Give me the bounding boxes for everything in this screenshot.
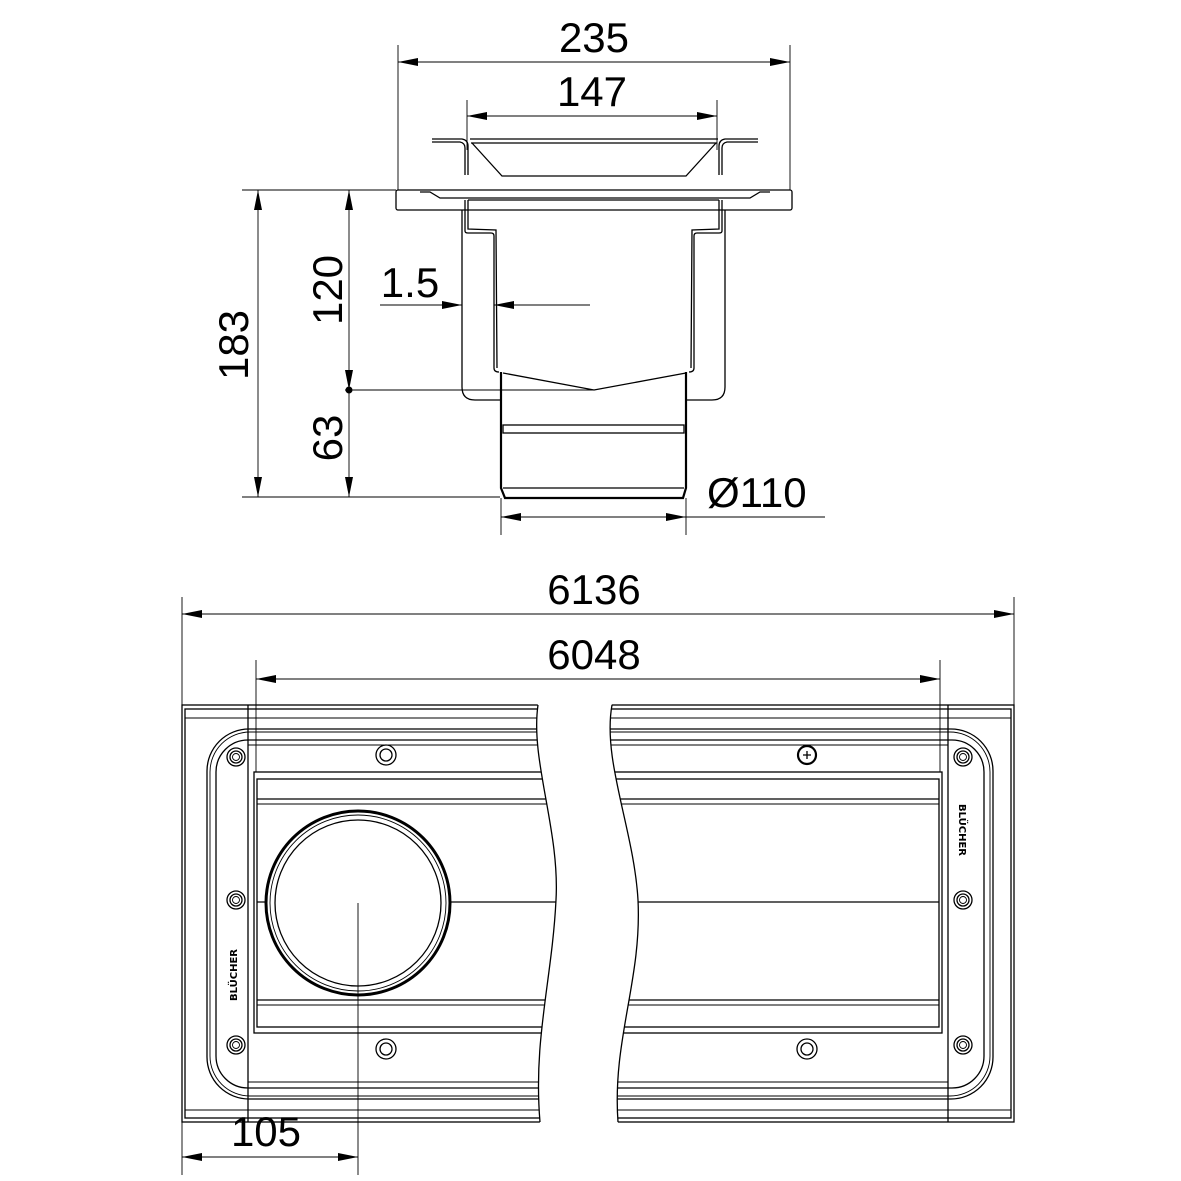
dimension-6048: 6048: [255, 631, 941, 772]
dim-label-1-5: 1.5: [381, 259, 439, 306]
bolt-icon: [226, 1035, 246, 1055]
dim-label-6048: 6048: [547, 631, 640, 678]
dimension-6136: 6136: [181, 566, 1015, 705]
dim-label-63: 63: [304, 415, 351, 462]
dim-label-120: 120: [304, 255, 351, 325]
brand-mark-right: BLÜCHER: [956, 804, 970, 856]
dimension-diameter-110: Ø110: [500, 469, 825, 535]
dimension-183: 183: [210, 189, 500, 498]
bolt-icon: [226, 890, 246, 910]
dim-label-235: 235: [559, 14, 629, 61]
dimension-1-5: 1.5: [380, 259, 590, 309]
dim-label-147: 147: [557, 68, 627, 115]
dim-label-110: Ø110: [707, 469, 807, 516]
dimension-147: 147: [466, 68, 718, 150]
grate: [432, 138, 758, 177]
break-line: [536, 703, 640, 1124]
fixing-bolts: [226, 744, 973, 1060]
dim-label-105: 105: [231, 1108, 301, 1155]
bolt-icon: [953, 747, 973, 767]
channel-body-section: [395, 189, 793, 500]
screw-hole-icon: [796, 1038, 818, 1060]
brand-mark-left: BLÜCHER: [226, 949, 240, 1001]
dimension-235: 235: [397, 14, 791, 190]
dim-label-6136: 6136: [547, 566, 640, 613]
bolt-icon: [953, 890, 973, 910]
screw-hole-icon: [375, 1038, 397, 1060]
bolt-icon: [226, 747, 246, 767]
dimension-105: 105: [181, 903, 359, 1175]
screw-hole-icon: [375, 744, 397, 766]
section-view: 235 147: [210, 14, 825, 535]
dimension-120-63: 120 63: [304, 190, 594, 497]
bolt-icon: [953, 1035, 973, 1055]
phillips-screw-icon: [796, 744, 818, 766]
dim-label-183: 183: [210, 310, 257, 380]
plan-view: 6136 6048: [181, 566, 1015, 1175]
